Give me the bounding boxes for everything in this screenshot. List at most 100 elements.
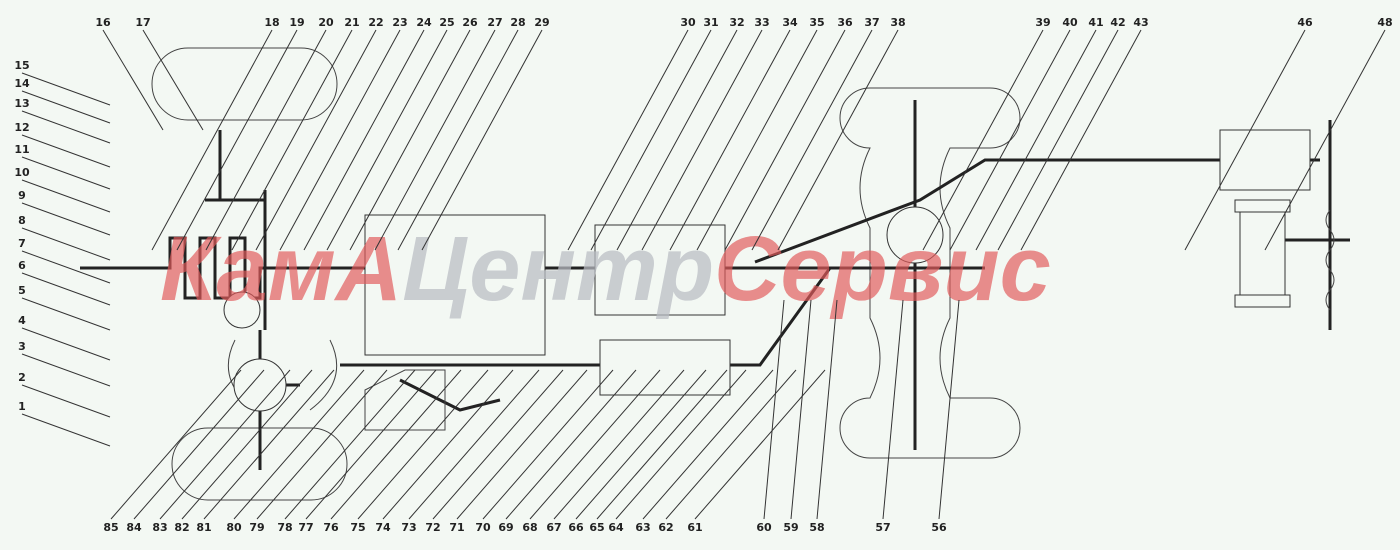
leader-line (553, 369, 685, 520)
callout-label: 7 (18, 237, 26, 250)
leader-line (790, 299, 812, 520)
callout-label: 29 (534, 16, 549, 29)
leader-line (349, 29, 471, 251)
callout-label: 35 (809, 16, 824, 29)
callout-label: 12 (14, 121, 29, 134)
callout-label: 64 (608, 521, 624, 534)
leader-line (641, 29, 763, 251)
leader-line (575, 369, 707, 520)
callout-label: 78 (277, 521, 292, 534)
callout-label: 16 (95, 16, 111, 29)
callout-label: 5 (18, 284, 26, 297)
callout-label: 10 (14, 166, 30, 179)
leader-line (997, 29, 1119, 251)
callout-label: 19 (289, 16, 304, 29)
leader-line (432, 369, 564, 520)
leader-line (777, 29, 899, 251)
callout-label: 73 (401, 521, 416, 534)
leader-line (751, 29, 873, 251)
leader-line (696, 29, 818, 251)
callout-label: 71 (449, 521, 464, 534)
leader-line (256, 369, 388, 520)
leader-line (949, 29, 1071, 251)
leader-line (21, 90, 111, 124)
leader-line (529, 369, 661, 520)
leader-line (159, 369, 291, 520)
callout-label: 62 (658, 521, 673, 534)
leader-line (21, 156, 111, 190)
leader-line (21, 72, 111, 106)
leader-line (181, 369, 313, 520)
callout-label: 14 (14, 77, 30, 90)
leader-line (21, 413, 111, 447)
leader-line (975, 29, 1097, 251)
callout-label: 34 (782, 16, 798, 29)
callout-label: 17 (135, 16, 150, 29)
callout-label: 72 (425, 521, 440, 534)
leader-line (284, 369, 416, 520)
callout-label: 67 (546, 521, 561, 534)
leader-line (938, 299, 960, 520)
leader-line (357, 369, 489, 520)
leader-line (421, 29, 543, 251)
leader-line (505, 369, 637, 520)
callout-label: 66 (568, 521, 584, 534)
callout-label: 84 (126, 521, 142, 534)
leader-line (724, 29, 846, 251)
leader-line (408, 369, 540, 520)
gearbox (223, 129, 1335, 431)
leader-line (1184, 29, 1306, 251)
leader-line (665, 369, 797, 520)
leader-line (133, 369, 265, 520)
leader-line (142, 29, 204, 131)
leader-line (21, 110, 111, 144)
callout-label: 11 (14, 143, 29, 156)
leader-line (326, 29, 448, 251)
leader-lines (21, 29, 1386, 520)
callout-label: 60 (756, 521, 772, 534)
callout-label: 33 (754, 16, 769, 29)
leader-line (694, 369, 826, 520)
callout-label: 61 (687, 521, 702, 534)
leader-line (763, 299, 785, 520)
leader-line (110, 369, 242, 520)
callout-label: 40 (1062, 16, 1078, 29)
callout-label: 28 (510, 16, 525, 29)
callout-label: 42 (1110, 16, 1125, 29)
callout-label: 37 (864, 16, 879, 29)
callout-label: 27 (487, 16, 502, 29)
callout-label: 76 (323, 521, 339, 534)
leader-line (596, 369, 728, 520)
leader-line (922, 29, 1044, 251)
callout-label: 15 (14, 59, 29, 72)
watermark: КамАЦентрСервис (160, 218, 1051, 320)
leader-line (374, 29, 496, 251)
leader-line (21, 353, 111, 387)
leader-line (669, 29, 791, 251)
callout-label: 80 (226, 521, 242, 534)
callout-label: 63 (635, 521, 650, 534)
callout-label: 82 (174, 521, 189, 534)
leader-line (279, 29, 401, 251)
leader-line (21, 272, 111, 306)
callout-label: 43 (1133, 16, 1148, 29)
leader-line (456, 369, 588, 520)
leader-line (21, 250, 111, 284)
callout-label: 57 (875, 521, 890, 534)
callout-label: 9 (18, 189, 26, 202)
callout-label: 2 (18, 371, 26, 384)
leader-line (882, 299, 904, 520)
callout-label: 13 (14, 97, 29, 110)
leader-line (21, 179, 111, 213)
leader-line (21, 134, 111, 168)
callout-label: 3 (18, 340, 26, 353)
leader-line (816, 299, 838, 520)
leader-line (1264, 29, 1386, 251)
callout-label: 21 (344, 16, 359, 29)
callout-label: 70 (475, 521, 491, 534)
leader-line (255, 29, 377, 251)
callout-label: 79 (249, 521, 264, 534)
callout-label: 25 (439, 16, 454, 29)
